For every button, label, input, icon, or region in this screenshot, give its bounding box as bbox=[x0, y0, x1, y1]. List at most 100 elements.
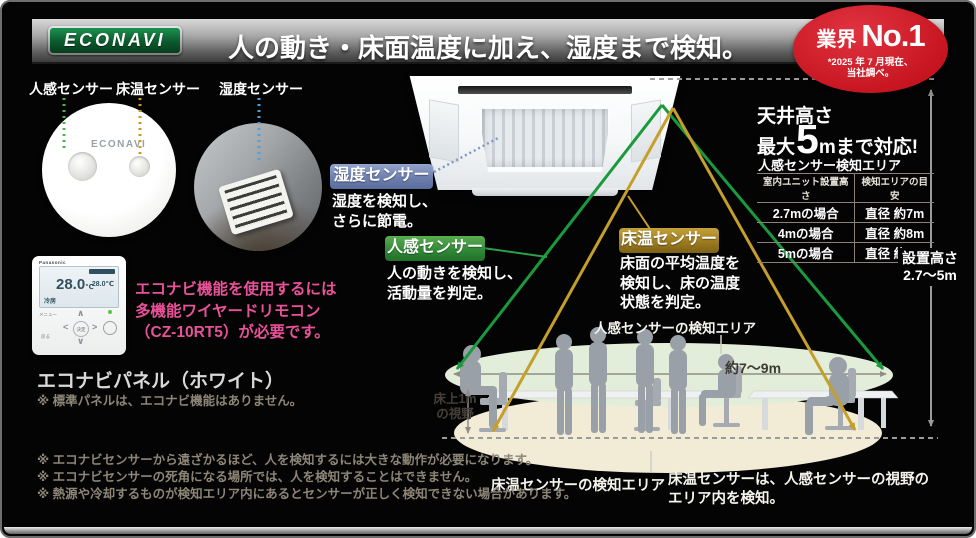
ceiling-cassette-unit bbox=[404, 76, 686, 196]
left-arrow-key: < bbox=[63, 322, 69, 332]
cell-height-2-7m: 2.7mの場合 bbox=[757, 202, 855, 223]
floor-note-line2: エリア内を検知。 bbox=[668, 490, 784, 507]
standing-person-2 bbox=[589, 327, 607, 433]
up-arrow-key: ∧ bbox=[77, 308, 85, 318]
footnotes: ※ エコナビセンサーから遠ざかるほど、人を検知するには大きな動作が必要になります… bbox=[37, 452, 576, 503]
lcd-status-bar bbox=[89, 269, 115, 274]
down-arrow-key: ∨ bbox=[77, 336, 85, 346]
econavi-logo-text: ECONAVI bbox=[64, 30, 166, 50]
econavi-panel-photo: ECONAVI bbox=[42, 103, 176, 237]
remote-note-line1: エコナビ機能を使用するには bbox=[135, 281, 337, 298]
human-area-caption: 人感センサーの検知エリア bbox=[594, 321, 756, 336]
panel-bottom-bevel bbox=[4, 527, 972, 534]
floor-sensor-desc: 床面の平均温度を 検知し、床の温度 状態を判定。 bbox=[620, 254, 740, 313]
unit-intake-grille bbox=[477, 104, 613, 172]
remote-lcd: 28.0℃ 28.0℃ 冷房 bbox=[39, 266, 119, 308]
floor-view-caption: 床上1m の視野 bbox=[426, 392, 484, 422]
footnote-3: ※ 熱源や冷却するものが検知エリア内にあるとセンサーが正しく検知できない場合があ… bbox=[37, 487, 577, 501]
floor-sensor-dome bbox=[129, 156, 150, 177]
humidity-sensor-photo bbox=[194, 123, 322, 251]
econavi-logo: ECONAVI bbox=[48, 26, 182, 55]
seated-person-right bbox=[805, 357, 849, 435]
standing-person-1 bbox=[555, 334, 573, 435]
badge-headline: 業界 No.1 bbox=[816, 17, 925, 54]
header-bar: ECONAVI 人の動き・床面温度に加え、湿度まで検知。 bbox=[32, 19, 944, 64]
menu-key-label: メニュー bbox=[39, 312, 57, 317]
human-sensor-dome bbox=[68, 152, 97, 181]
cell-height-5m: 5mの場合 bbox=[757, 242, 855, 263]
humidity-sensor-desc: 湿度を検知し、 さらに節電。 bbox=[332, 192, 437, 231]
floor-desc-line3: 状態を判定。 bbox=[620, 294, 711, 311]
floor-callout-connector bbox=[627, 195, 651, 230]
header-install-height: 室内ユニット設置高さ bbox=[757, 173, 855, 203]
remote-requirement-note: エコナビ機能を使用するには 多機能ワイヤードリモコン （CZ-10RT5）が必要… bbox=[135, 279, 337, 344]
cell-diameter-7m: 直径 約7m bbox=[854, 202, 934, 223]
area-width-caption: 約7〜9m bbox=[725, 360, 782, 376]
econavi-panel-print: ECONAVI bbox=[91, 139, 147, 150]
human-sensor-area-ellipse bbox=[445, 343, 893, 407]
cell-height-4m: 4mの場合 bbox=[757, 222, 855, 243]
ok-key: 決定 bbox=[73, 321, 89, 337]
floor-sensor-tag: 床温センサー bbox=[619, 228, 719, 253]
table-row: 2.7mの場合 直径 約7m bbox=[757, 202, 934, 223]
lcd-setpoint: 28.0℃ bbox=[56, 276, 94, 293]
unit-air-outlet bbox=[457, 86, 633, 94]
human-sensor-tag: 人感センサー bbox=[385, 236, 485, 261]
standing-person-4 bbox=[669, 335, 687, 434]
human-desc-line1: 人の動きを検知し、 bbox=[387, 265, 523, 282]
label-humidity-sensor: 湿度センサー bbox=[219, 81, 303, 97]
table-row: 4mの場合 直径 約8m bbox=[757, 222, 934, 243]
lcd-room-temp: 28.0℃ bbox=[91, 281, 114, 288]
remote-note-line2: 多機能ワイヤードリモコン bbox=[135, 302, 321, 320]
unit-bottom-lip bbox=[471, 188, 619, 196]
floor-desc-line2: 検知し、床の温度 bbox=[620, 274, 741, 292]
label-human-sensor: 人感センサー bbox=[29, 81, 113, 97]
lcd-mode: 冷房 bbox=[44, 299, 57, 305]
people-silhouettes bbox=[460, 327, 849, 435]
remote-keypad: ∧ ∨ < > 決定 メニュー 戻る bbox=[39, 308, 119, 352]
lcd-temp-value: 28.0 bbox=[56, 276, 86, 293]
install-height-label: 設置高さ 2.7〜5m bbox=[898, 248, 962, 286]
right-arrow-key: > bbox=[92, 322, 98, 332]
floor-view-line2: の視野 bbox=[436, 407, 474, 421]
footnote-1: ※ エコナビセンサーから遠ざかるほど、人を検知するには大きな動作が必要になります… bbox=[37, 453, 539, 467]
table-header-row: 室内ユニット設置高さ 検知エリアの目安 bbox=[757, 173, 934, 203]
led-indicator bbox=[108, 310, 112, 314]
page-title: 人の動き・床面温度に加え、湿度まで検知。 bbox=[227, 33, 748, 63]
badge-footnote: *2025 年 7 月現在、 当社調べ。 bbox=[828, 57, 914, 79]
back-key-label: 戻る bbox=[41, 334, 50, 339]
econavi-panel-title: エコナビパネル（ホワイト） bbox=[37, 371, 285, 392]
industry-no1-badge: 業界 No.1 *2025 年 7 月現在、 当社調べ。 bbox=[793, 5, 948, 93]
badge-footnote-line1: *2025 年 7 月現在、 bbox=[827, 56, 914, 68]
econavi-panel-footnote: ※ 標準パネルは、エコナビ機能はありません。 bbox=[37, 394, 303, 408]
chairs bbox=[479, 366, 856, 432]
footnote-2: ※ エコナビセンサーの死角になる場所では、人を検知することはできません。 bbox=[37, 470, 478, 484]
humidity-desc-line2: さらに節電。 bbox=[332, 212, 423, 230]
humidity-sensor-tag: 湿度センサー bbox=[330, 164, 433, 189]
floor-sensor-note: 床温センサーは、人感センサーの視野の エリア内を検知。 bbox=[668, 471, 929, 508]
badge-no1-text: No.1 bbox=[861, 17, 925, 53]
badge-industry-text: 業界 bbox=[816, 28, 857, 51]
human-desc-line2: 活動量を判定。 bbox=[387, 284, 493, 302]
human-callout-connector bbox=[482, 247, 548, 258]
wired-remote-photo: Panasonic 28.0℃ 28.0℃ 冷房 ∧ ∨ < > 決定 メニュー… bbox=[32, 256, 126, 355]
badge-footnote-line2: 当社調べ。 bbox=[846, 67, 895, 79]
standing-person-3 bbox=[636, 329, 654, 433]
label-floor-sensor: 床温センサー bbox=[116, 81, 200, 97]
remote-note-line3: （CZ-10RT5）が必要です。 bbox=[135, 324, 330, 341]
install-height-range: 2.7〜5m bbox=[903, 267, 957, 283]
cell-diameter-8m: 直径 約8m bbox=[854, 222, 934, 243]
floor-note-line1: 床温センサーは、人感センサーの視野の bbox=[668, 472, 929, 488]
lcd-temp-unit: ℃ bbox=[85, 284, 94, 291]
meeting-tables bbox=[487, 390, 899, 432]
power-key bbox=[103, 321, 117, 335]
unit-side-flap-left bbox=[429, 99, 460, 163]
header-area-guide: 検知エリアの目安 bbox=[854, 173, 934, 203]
detection-area-title: 人感センサー検知エリア bbox=[758, 158, 902, 173]
unit-side-flap-right bbox=[630, 99, 661, 163]
floor-desc-line1: 床面の平均温度を bbox=[620, 255, 741, 272]
human-sensor-desc: 人の動きを検知し、 活動量を判定。 bbox=[387, 264, 522, 303]
econavi-logo-plate: ECONAVI bbox=[50, 28, 180, 53]
humidity-desc-line1: 湿度を検知し、 bbox=[332, 193, 438, 210]
